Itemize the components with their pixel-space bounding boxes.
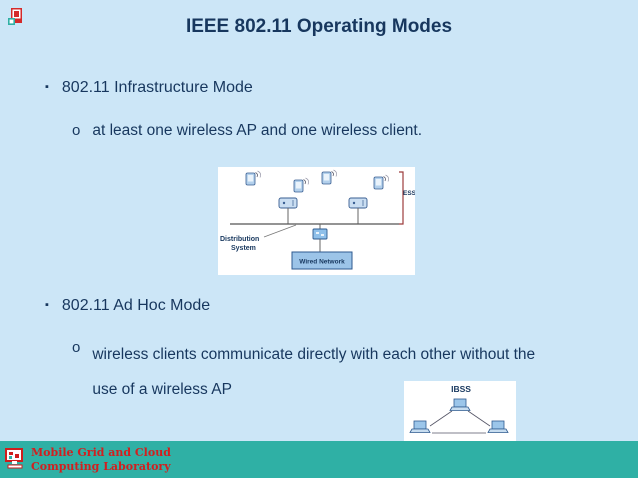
access-point-icon	[348, 197, 368, 224]
wired-network-box	[291, 251, 353, 270]
bullet-adhoc-mode: ▪ 802.11 Ad Hoc Mode	[45, 297, 210, 315]
circle-bullet-icon: o	[72, 122, 81, 139]
wireless-client-icon	[321, 169, 337, 185]
access-point-icon	[278, 197, 298, 224]
distribution-pointer-line	[263, 224, 297, 238]
circle-bullet-icon: o	[72, 339, 81, 356]
bullet-heading-text: 802.11 Ad Hoc Mode	[61, 297, 211, 314]
footer-line1: Mobile Grid and Cloud	[31, 446, 171, 459]
footer-bar: Mobile Grid and Cloud Computing Laborato…	[0, 441, 638, 478]
bullet-infrastructure-mode: ▪ 802.11 Infrastructure Mode	[45, 79, 253, 97]
distribution-label-line1: Distribution	[220, 236, 259, 243]
wireless-client-icon	[293, 177, 309, 193]
page-title: IEEE 802.11 Operating Modes	[185, 16, 453, 37]
ess-bracket	[399, 171, 404, 225]
switch-icon	[312, 224, 328, 252]
laptop-icon	[487, 420, 509, 433]
distribution-label-line2: System	[231, 245, 256, 252]
adhoc-link-line	[429, 410, 453, 427]
wireless-client-icon	[373, 174, 389, 190]
wireless-client-icon	[245, 170, 261, 186]
subbullet-text: at least one wireless AP and one wireles…	[92, 120, 422, 142]
subbullet-line2: use of a wireless AP	[92, 381, 232, 398]
square-bullet-icon: ▪	[45, 299, 49, 311]
subbullet-line1: wireless clients communicate directly wi…	[92, 346, 536, 363]
ess-label: ESS	[403, 190, 415, 197]
subbullet-text: wireless clients communicate directly wi…	[92, 337, 535, 407]
laptop-icon	[409, 420, 431, 433]
square-bullet-icon: ▪	[45, 81, 49, 93]
lab-logo-icon	[5, 448, 23, 469]
subbullet-adhoc: o wireless clients communicate directly …	[72, 337, 535, 407]
subbullet-infrastructure: o at least one wireless AP and one wirel…	[72, 120, 422, 142]
ibss-label: IBSS	[451, 384, 471, 394]
adhoc-link-line	[467, 410, 491, 427]
laptop-icon	[449, 398, 471, 411]
subbullet-line1: at least one wireless AP and one wireles…	[92, 122, 423, 139]
adhoc-diagram: IBSS	[404, 381, 516, 445]
bullet-heading-text: 802.11 Infrastructure Mode	[61, 79, 253, 96]
footer-text: Mobile Grid and Cloud Computing Laborato…	[31, 446, 171, 473]
footer-line2: Computing Laboratory	[31, 459, 171, 473]
wired-network-label: Wired Network	[299, 259, 345, 266]
lab-logo-corner-icon	[8, 8, 22, 25]
infrastructure-diagram: ESS Distribution System Wired Network	[218, 167, 415, 275]
